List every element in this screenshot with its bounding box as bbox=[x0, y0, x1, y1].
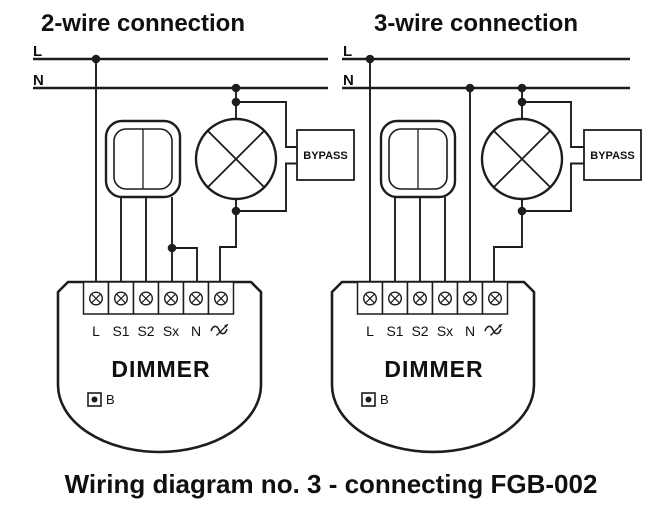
junction-dot-icon bbox=[365, 54, 375, 64]
dimmer-module: L S1 S2 Sx N DIMMER B bbox=[56, 280, 263, 454]
terminal-screw-icon bbox=[157, 281, 185, 315]
neutral-bus-label: N bbox=[33, 72, 44, 89]
terminal-block bbox=[82, 281, 235, 315]
bypass-wires bbox=[236, 101, 297, 212]
terminal-label-s2: S2 bbox=[137, 323, 154, 339]
junction-dot-icon bbox=[517, 97, 527, 107]
bypass-label: BYPASS bbox=[590, 150, 634, 162]
junction-dot-icon bbox=[231, 206, 241, 216]
lamp-icon bbox=[480, 117, 564, 201]
diagram-3-wire: 3-wire connection L N L S1 S2 Sx N DIMME… bbox=[330, 10, 642, 454]
bypass-box: BYPASS bbox=[583, 129, 642, 181]
terminal-label-n: N bbox=[465, 323, 475, 339]
lamp-cross bbox=[493, 130, 551, 188]
junction-dot-icon bbox=[465, 83, 475, 93]
terminal-label-s2: S2 bbox=[411, 323, 428, 339]
terminal-screw-icon bbox=[456, 281, 484, 315]
junction-dot-icon bbox=[231, 97, 241, 107]
junction-dot-icon bbox=[91, 54, 101, 64]
lamp-icon bbox=[194, 117, 278, 201]
switch-wires bbox=[120, 197, 198, 282]
terminal-label-l: L bbox=[366, 323, 374, 339]
bypass-frame bbox=[296, 129, 355, 181]
junction-dot-icon bbox=[517, 206, 527, 216]
wall-switch-icon bbox=[379, 119, 457, 199]
terminal-screw-icon bbox=[406, 281, 434, 315]
service-button: B bbox=[87, 392, 115, 407]
terminal-screw-icon bbox=[207, 281, 235, 315]
terminal-label-s1: S1 bbox=[112, 323, 129, 339]
junction-dots bbox=[365, 54, 527, 216]
lamp-output-wire bbox=[219, 199, 237, 282]
terminal-label-l: L bbox=[92, 323, 100, 339]
service-button-dot bbox=[365, 396, 372, 403]
terminal-screw-icon bbox=[356, 281, 384, 315]
diagram-title: 3-wire connection bbox=[374, 10, 578, 37]
dimmer-body bbox=[56, 280, 263, 454]
bypass-box: BYPASS bbox=[296, 129, 355, 181]
terminal-screw-icon bbox=[481, 281, 509, 315]
bypass-label: BYPASS bbox=[303, 150, 347, 162]
terminal-screw-icon bbox=[82, 281, 110, 315]
terminal-screw-icon bbox=[381, 281, 409, 315]
terminal-label-s1: S1 bbox=[386, 323, 403, 339]
terminal-screw-icon bbox=[182, 281, 210, 315]
junction-dot-icon bbox=[231, 83, 241, 93]
junction-dot-icon bbox=[167, 243, 177, 253]
terminal-screw-icon bbox=[431, 281, 459, 315]
service-button-label: B bbox=[106, 392, 115, 407]
lamp-cross bbox=[207, 130, 265, 188]
dimmer-label: DIMMER bbox=[384, 356, 483, 382]
lamp-output-wire bbox=[493, 199, 523, 282]
junction-dot-icon bbox=[517, 83, 527, 93]
junction-dots bbox=[91, 54, 241, 253]
dimmer-label: DIMMER bbox=[111, 356, 210, 382]
bypass-frame bbox=[583, 129, 642, 181]
dimmer-body bbox=[330, 280, 536, 454]
neutral-bus-label: N bbox=[343, 72, 354, 89]
terminal-block bbox=[356, 281, 509, 315]
terminal-screw-icon bbox=[107, 281, 135, 315]
live-bus-label: L bbox=[33, 43, 42, 60]
switch-wires bbox=[394, 197, 446, 282]
service-button: B bbox=[361, 392, 389, 407]
live-bus-label: L bbox=[343, 43, 352, 60]
service-button-dot bbox=[91, 396, 98, 403]
diagram-2-wire: 2-wire connection L N L S1 S2 Sx N DIMME… bbox=[33, 10, 355, 454]
bypass-wires bbox=[522, 101, 584, 212]
dimmer-module: L S1 S2 Sx N DIMMER B bbox=[330, 280, 536, 454]
terminal-label-sx: Sx bbox=[163, 323, 179, 339]
terminal-label-sx: Sx bbox=[437, 323, 453, 339]
terminal-screw-icon bbox=[132, 281, 160, 315]
wall-switch-icon bbox=[104, 119, 182, 199]
terminal-label-n: N bbox=[191, 323, 201, 339]
diagram-title: 2-wire connection bbox=[41, 10, 245, 37]
service-button-label: B bbox=[380, 392, 389, 407]
diagram-caption: Wiring diagram no. 3 - connecting FGB-00… bbox=[65, 469, 598, 499]
